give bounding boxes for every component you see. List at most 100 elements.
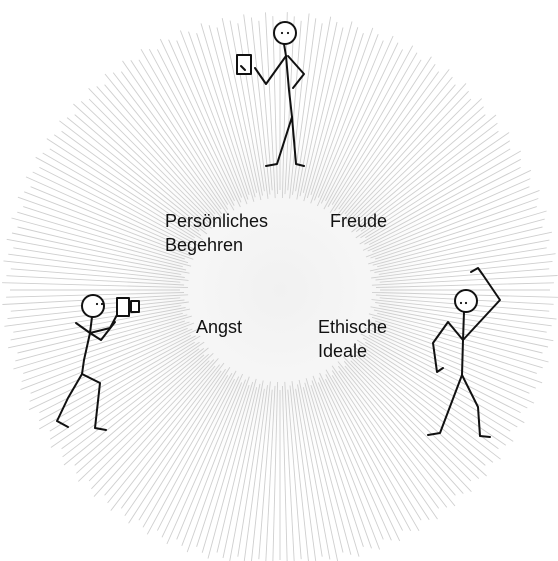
sunburst-ray (161, 376, 240, 538)
sunburst-ray (305, 378, 360, 557)
sunburst-ray (304, 382, 352, 555)
sunburst-ray (77, 352, 214, 482)
sunburst-ray (311, 380, 372, 549)
sunburst-ray (325, 374, 412, 532)
sunburst-ray (8, 253, 185, 278)
sunburst-ray (61, 348, 200, 450)
sunburst-ray (10, 307, 186, 341)
sunburst-ray (138, 59, 229, 205)
sunburst-ray (3, 260, 189, 281)
sunburst-ray (371, 316, 543, 369)
figure-leg-left (265, 116, 293, 167)
sunburst-ray (348, 351, 487, 477)
sunburst-ray (354, 350, 494, 463)
label-joy-line-1: Freude (330, 211, 388, 231)
sunburst-ray (355, 114, 486, 226)
sunburst-ray (319, 372, 401, 542)
sunburst-ray (346, 98, 483, 228)
sunburst-ray (159, 38, 241, 208)
sunburst-ray (59, 120, 208, 235)
sunburst-ray (38, 335, 201, 430)
sunburst-ray (374, 320, 537, 374)
sunburst-ray (320, 42, 399, 204)
sunburst-ray (229, 380, 264, 561)
sunburst-ray (344, 365, 456, 496)
sunburst-ray (363, 326, 535, 404)
figure-eye (459, 301, 463, 305)
sunburst-ray (21, 321, 190, 382)
sunburst-ray (316, 35, 394, 207)
sunburst-ray (104, 365, 216, 496)
figure-leg-left (427, 374, 463, 436)
sunburst-ray (296, 16, 332, 200)
sunburst-ray (2, 282, 189, 289)
figure-head (81, 294, 105, 318)
sunburst-ray (379, 268, 550, 283)
sunburst-ray (284, 381, 295, 561)
sunburst-ray (63, 347, 209, 466)
sunburst-ray (295, 388, 323, 557)
figure-head (454, 289, 478, 313)
sunburst-ray (188, 31, 249, 200)
sunburst-ray (364, 158, 522, 245)
sunburst-ray (124, 368, 226, 517)
sunburst-ray (358, 344, 507, 446)
figure-eye (95, 302, 99, 306)
sunburst-ray (368, 313, 549, 363)
sunburst-ray (284, 16, 295, 195)
sunburst-ray (323, 45, 414, 210)
sunburst-ray (371, 253, 556, 279)
sunburst-ray (53, 134, 202, 236)
sunburst-ray (32, 171, 194, 250)
label-fear-line-1: Angst (196, 317, 243, 337)
figure-leg-right (461, 374, 491, 438)
sunburst-ray (349, 355, 480, 479)
label-personal-desire-line-1: Persönliches (165, 211, 269, 231)
sunburst-ray (327, 52, 418, 208)
sunburst-ray (146, 370, 237, 535)
figure-arm-raised (462, 267, 501, 341)
sunburst-ray (295, 23, 323, 192)
sunburst-ray (80, 101, 211, 225)
sunburst-ray (318, 377, 392, 541)
sunburst-ray (104, 84, 216, 215)
sunburst-ray (120, 71, 222, 210)
sunburst-ray (207, 378, 257, 559)
sunburst-ray (251, 381, 271, 561)
sunburst-ray (93, 358, 219, 497)
sunburst-ray (289, 13, 310, 199)
sunburst-ray (298, 379, 339, 561)
sunburst-ray (329, 56, 432, 214)
sunburst-ray (373, 309, 549, 348)
sunburst-ray (355, 122, 498, 232)
sunburst-ray (356, 339, 514, 442)
sunburst-ray (49, 148, 195, 239)
sunburst-ray (156, 49, 236, 202)
sunburst-ray (148, 48, 235, 206)
sunburst-ray (365, 341, 511, 432)
sunburst-ray (104, 73, 223, 219)
sunburst-ray (372, 218, 545, 266)
sunburst-ray (88, 98, 210, 220)
label-ethical-ideals-line-1: Ethische (318, 317, 388, 337)
sunburst-ray (337, 361, 456, 507)
label-joy: Freude (330, 209, 387, 233)
sunburst-ray (96, 86, 217, 220)
sunburst-ray (35, 156, 200, 247)
sunburst-ray (11, 232, 187, 271)
label-fear: Angst (196, 315, 242, 339)
sunburst-ray (88, 87, 218, 224)
sunburst-ray (25, 176, 197, 254)
sunburst-ray (370, 198, 539, 259)
sunburst-ray (156, 378, 236, 531)
label-ethical-ideals: Ethische Ideale (318, 315, 387, 363)
sunburst-ray (216, 387, 258, 553)
sunburst-ray (352, 345, 501, 460)
sunburst-ray (24, 191, 191, 257)
sunburst-ray (112, 72, 222, 215)
label-personal-desire: Persönliches Begehren (165, 209, 268, 257)
sunburst-ray (237, 388, 265, 557)
sunburst-ray (258, 389, 273, 560)
sunburst-ray (128, 366, 231, 524)
